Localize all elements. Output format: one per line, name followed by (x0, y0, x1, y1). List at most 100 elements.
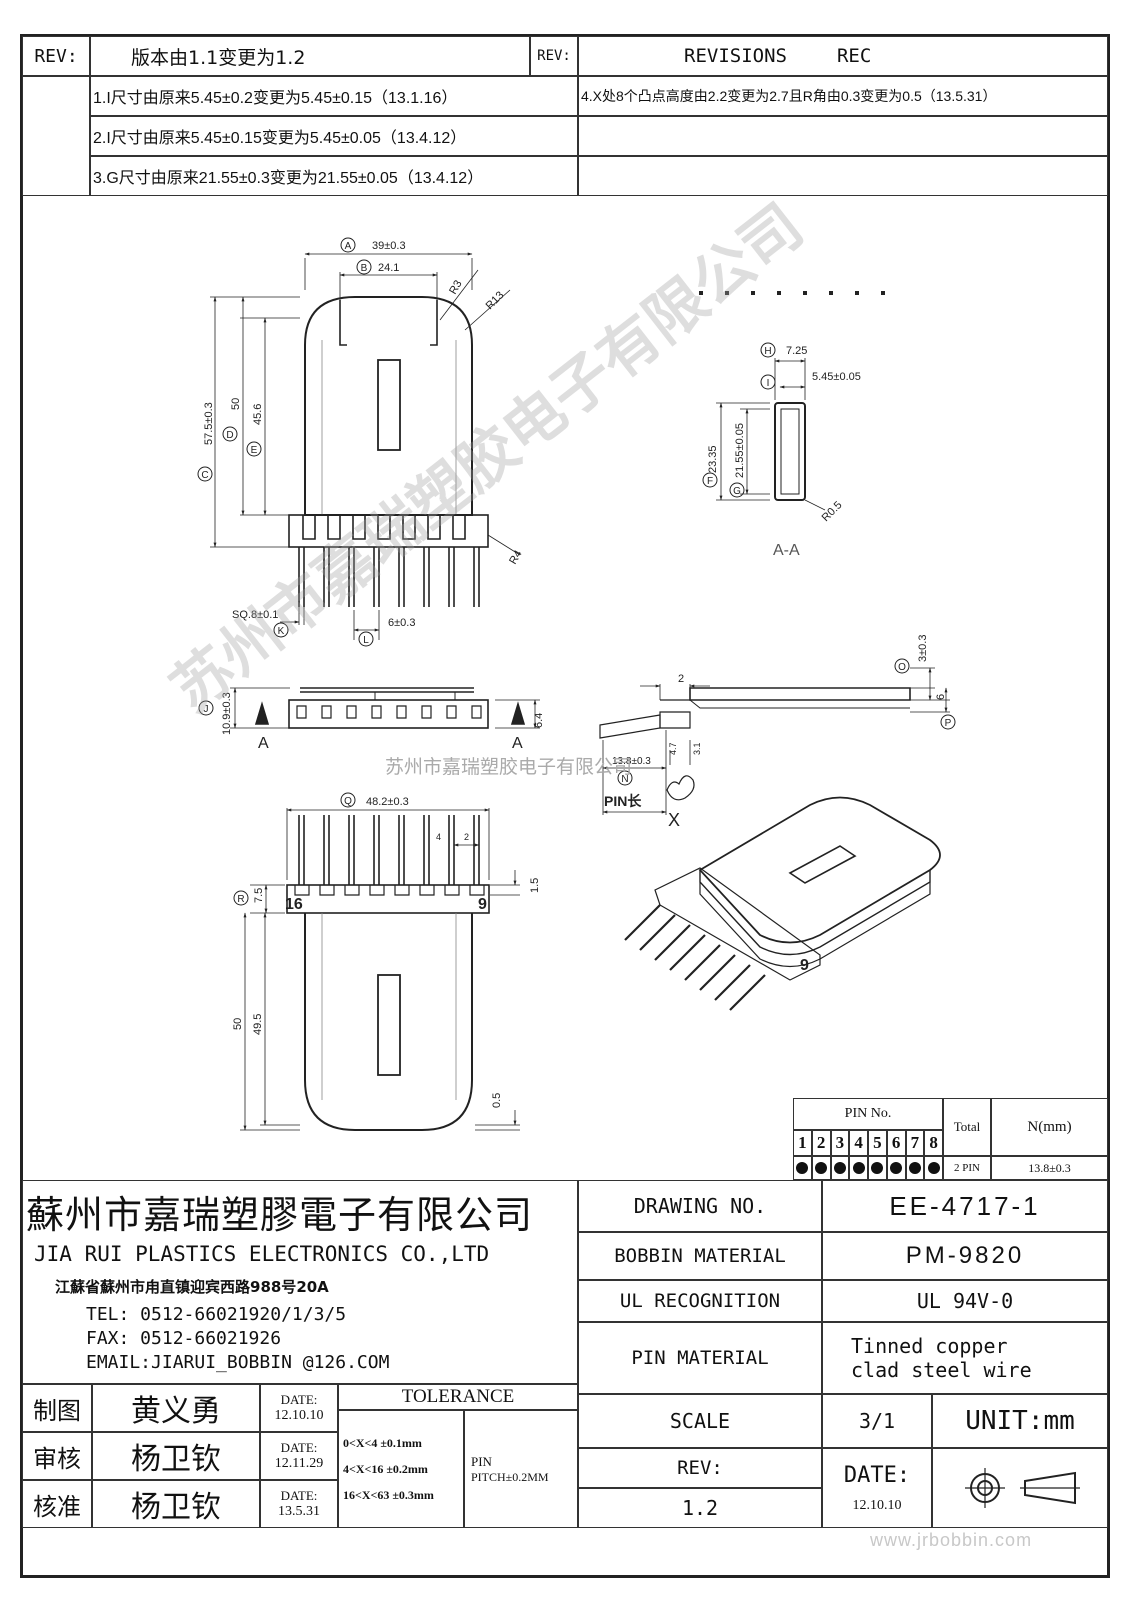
rev-row-2-right (578, 116, 1108, 156)
signoff-name-3: 杨卫钦 (92, 1480, 260, 1528)
dim-a: 39±0.3 (372, 240, 406, 252)
dim-k: SQ.8±0.1 (232, 609, 278, 621)
svg-text:C: C (201, 470, 208, 481)
dim-3-1: 3.1 (692, 742, 702, 755)
dim-l: 6±0.3 (388, 617, 415, 629)
rev-header: REV: (22, 36, 90, 76)
tolerance-row: 4<X<16 ±0.2mm (343, 1462, 428, 1476)
projection-symbol (932, 1448, 1108, 1528)
dim-n: 13.8±0.3 (612, 756, 651, 767)
pin-number: 1 (793, 1130, 812, 1156)
date-label: DATE: (280, 1488, 318, 1503)
dim-b: 24.1 (378, 262, 399, 274)
rev-blank-col (22, 76, 90, 196)
total-label: Total (943, 1098, 991, 1156)
marker-c: C (197, 466, 213, 482)
revisions-header: REVISIONS REC (578, 36, 1108, 76)
company-email: EMAIL:JIARUI_BOBBIN @126.COM (86, 1352, 390, 1373)
date-cell: DATE: 12.10.10 (822, 1448, 932, 1528)
svg-text:L: L (363, 635, 369, 646)
marker-b: B (356, 259, 372, 275)
dot-row (699, 291, 885, 295)
marker-f: F (702, 472, 718, 488)
svg-text:H: H (764, 346, 771, 357)
date-label: DATE: (280, 1440, 318, 1455)
rev-row-3-right (578, 156, 1108, 196)
n-label: N(mm) (991, 1098, 1108, 1156)
unit-label: UNIT:mm (932, 1394, 1108, 1448)
dim-q: 48.2±0.3 (366, 796, 409, 808)
n-value: 13.8±0.3 (991, 1156, 1108, 1180)
marker-n: N (617, 770, 633, 786)
svg-text:K: K (278, 626, 285, 637)
marker-q: Q (340, 792, 356, 808)
dim-r4: R4 (507, 548, 524, 566)
svg-text:D: D (226, 430, 233, 441)
pin-number: 3 (830, 1130, 850, 1156)
detail-x-label: X (668, 810, 680, 830)
iso-pin-9-label: 9 (800, 957, 809, 974)
rev-label: REV: (578, 1448, 822, 1488)
dim-4-7: 4.7 (668, 742, 678, 755)
rev-title: 版本由1.1变更为1.2 (90, 36, 530, 76)
pointing-hand-icon (666, 775, 695, 801)
svg-text:B: B (361, 263, 368, 274)
dim-f: 23.35 (707, 445, 719, 473)
dim-50: 50 (232, 1018, 244, 1030)
dim-6: 6 (935, 694, 947, 700)
front-view (210, 252, 521, 640)
dim-0-5: 0.5 (491, 1093, 503, 1108)
third-angle-projection-icon (965, 1468, 1080, 1508)
pin-no-label: PIN No. (793, 1098, 943, 1130)
company-address: 江蘇省蘇州市甪直镇迎宾西路988号20A (55, 1278, 329, 1296)
pin-material-line-1: Tinned copper (851, 1334, 1008, 1358)
pin-16-label: 16 (285, 896, 303, 913)
total-value: 2 PIN (943, 1156, 991, 1180)
pin-material-line-2: clad steel wire (851, 1358, 1032, 1382)
marker-e: E (246, 441, 262, 457)
ul-recognition-label: UL RECOGNITION (578, 1280, 822, 1322)
signoff-role-1: 制图 (22, 1384, 92, 1432)
tolerance-rows: 0<X<4 ±0.1mm 4<X<16 ±0.2mm 16<X<63 ±0.3m… (338, 1410, 464, 1528)
signoff-role-3: 核准 (22, 1480, 92, 1528)
pin-dot-row (793, 1156, 943, 1180)
section-mark-left: A (258, 735, 269, 752)
dim-d: 50 (230, 398, 242, 410)
pin-dot (905, 1156, 925, 1180)
company-tel: TEL: 0512-66021920/1/3/5 (86, 1304, 347, 1325)
svg-text:E: E (251, 445, 258, 456)
company-name-en: JIA RUI PLASTICS ELECTRONICS CO.,LTD (34, 1242, 490, 1266)
dim-h: 7.25 (786, 345, 807, 357)
marker-g: G (729, 482, 745, 498)
isometric-view (624, 796, 941, 1011)
marker-o: O (894, 658, 910, 674)
dim-o: 3±0.3 (917, 635, 929, 662)
pin-material-value: Tinned copper clad steel wire (822, 1322, 1108, 1394)
pin-pitch: PITCH±0.2MM (471, 1469, 549, 1484)
marker-k: K (273, 622, 289, 638)
signoff-date-3: DATE: 13.5.31 (260, 1480, 338, 1528)
rev-value: 1.2 (578, 1488, 822, 1528)
section-mark-right: A (512, 735, 523, 752)
dim-c: 57.5±0.3 (203, 402, 215, 445)
tolerance-row: 0<X<4 ±0.1mm (343, 1436, 422, 1450)
dim-1-5: 1.5 (529, 878, 541, 893)
date-label: DATE: (280, 1392, 318, 1407)
pin-dot (830, 1156, 850, 1180)
ul-recognition-value: UL 94V-0 (822, 1280, 1108, 1322)
marker-p: P (940, 714, 956, 730)
svg-text:A: A (345, 241, 352, 252)
pin-number: 5 (868, 1130, 887, 1156)
rec-label: REC (836, 45, 872, 67)
pin-number: 7 (905, 1130, 925, 1156)
date-value: 13.5.31 (278, 1504, 320, 1519)
dim-r05: R0.5 (820, 499, 845, 524)
dim-4: 4 (436, 832, 441, 842)
svg-text:I: I (767, 378, 770, 389)
front-pin-slots (302, 515, 466, 540)
pin-number: 2 (811, 1130, 831, 1156)
svg-text:O: O (898, 662, 906, 673)
marker-i: I (760, 374, 776, 390)
marker-r: R (233, 890, 249, 906)
